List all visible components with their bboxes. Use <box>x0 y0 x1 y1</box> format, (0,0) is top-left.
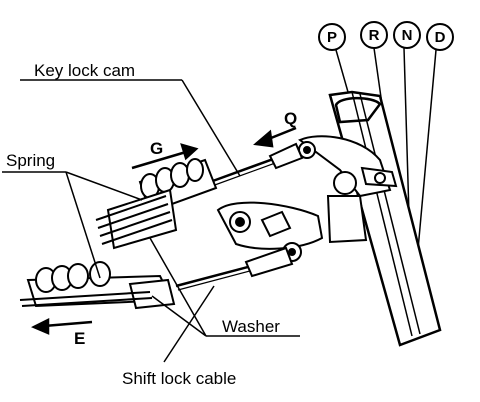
arrow-e <box>31 317 93 335</box>
gear-position-n: N <box>393 21 421 49</box>
arrow-g-label: G <box>150 139 163 158</box>
arrow-q <box>253 126 297 148</box>
lower-cable-end <box>19 261 176 310</box>
lower-cable <box>175 246 294 291</box>
arrow-q-label: Q <box>284 109 297 128</box>
gear-position-n-label: N <box>402 27 413 44</box>
arrow-e-label: E <box>74 329 85 348</box>
gear-position-r: R <box>360 21 388 49</box>
leader-lines <box>2 79 300 363</box>
upper-cable-end <box>95 158 218 250</box>
key-lock-cam-label: Key lock cam <box>34 61 135 80</box>
arrow-g <box>131 143 199 170</box>
gear-position-p-label: P <box>327 29 337 46</box>
shift-lock-mechanism <box>298 135 398 244</box>
shift-lock-cable-label: Shift lock cable <box>122 369 236 388</box>
washer-label: Washer <box>222 317 280 336</box>
spring-label: Spring <box>6 151 55 170</box>
gear-position-r-label: R <box>369 27 380 44</box>
link-plate <box>216 201 324 262</box>
gear-position-d-label: D <box>435 29 446 46</box>
gear-position-d: D <box>426 23 454 51</box>
gear-position-p: P <box>318 23 346 51</box>
upper-cable <box>209 142 304 187</box>
